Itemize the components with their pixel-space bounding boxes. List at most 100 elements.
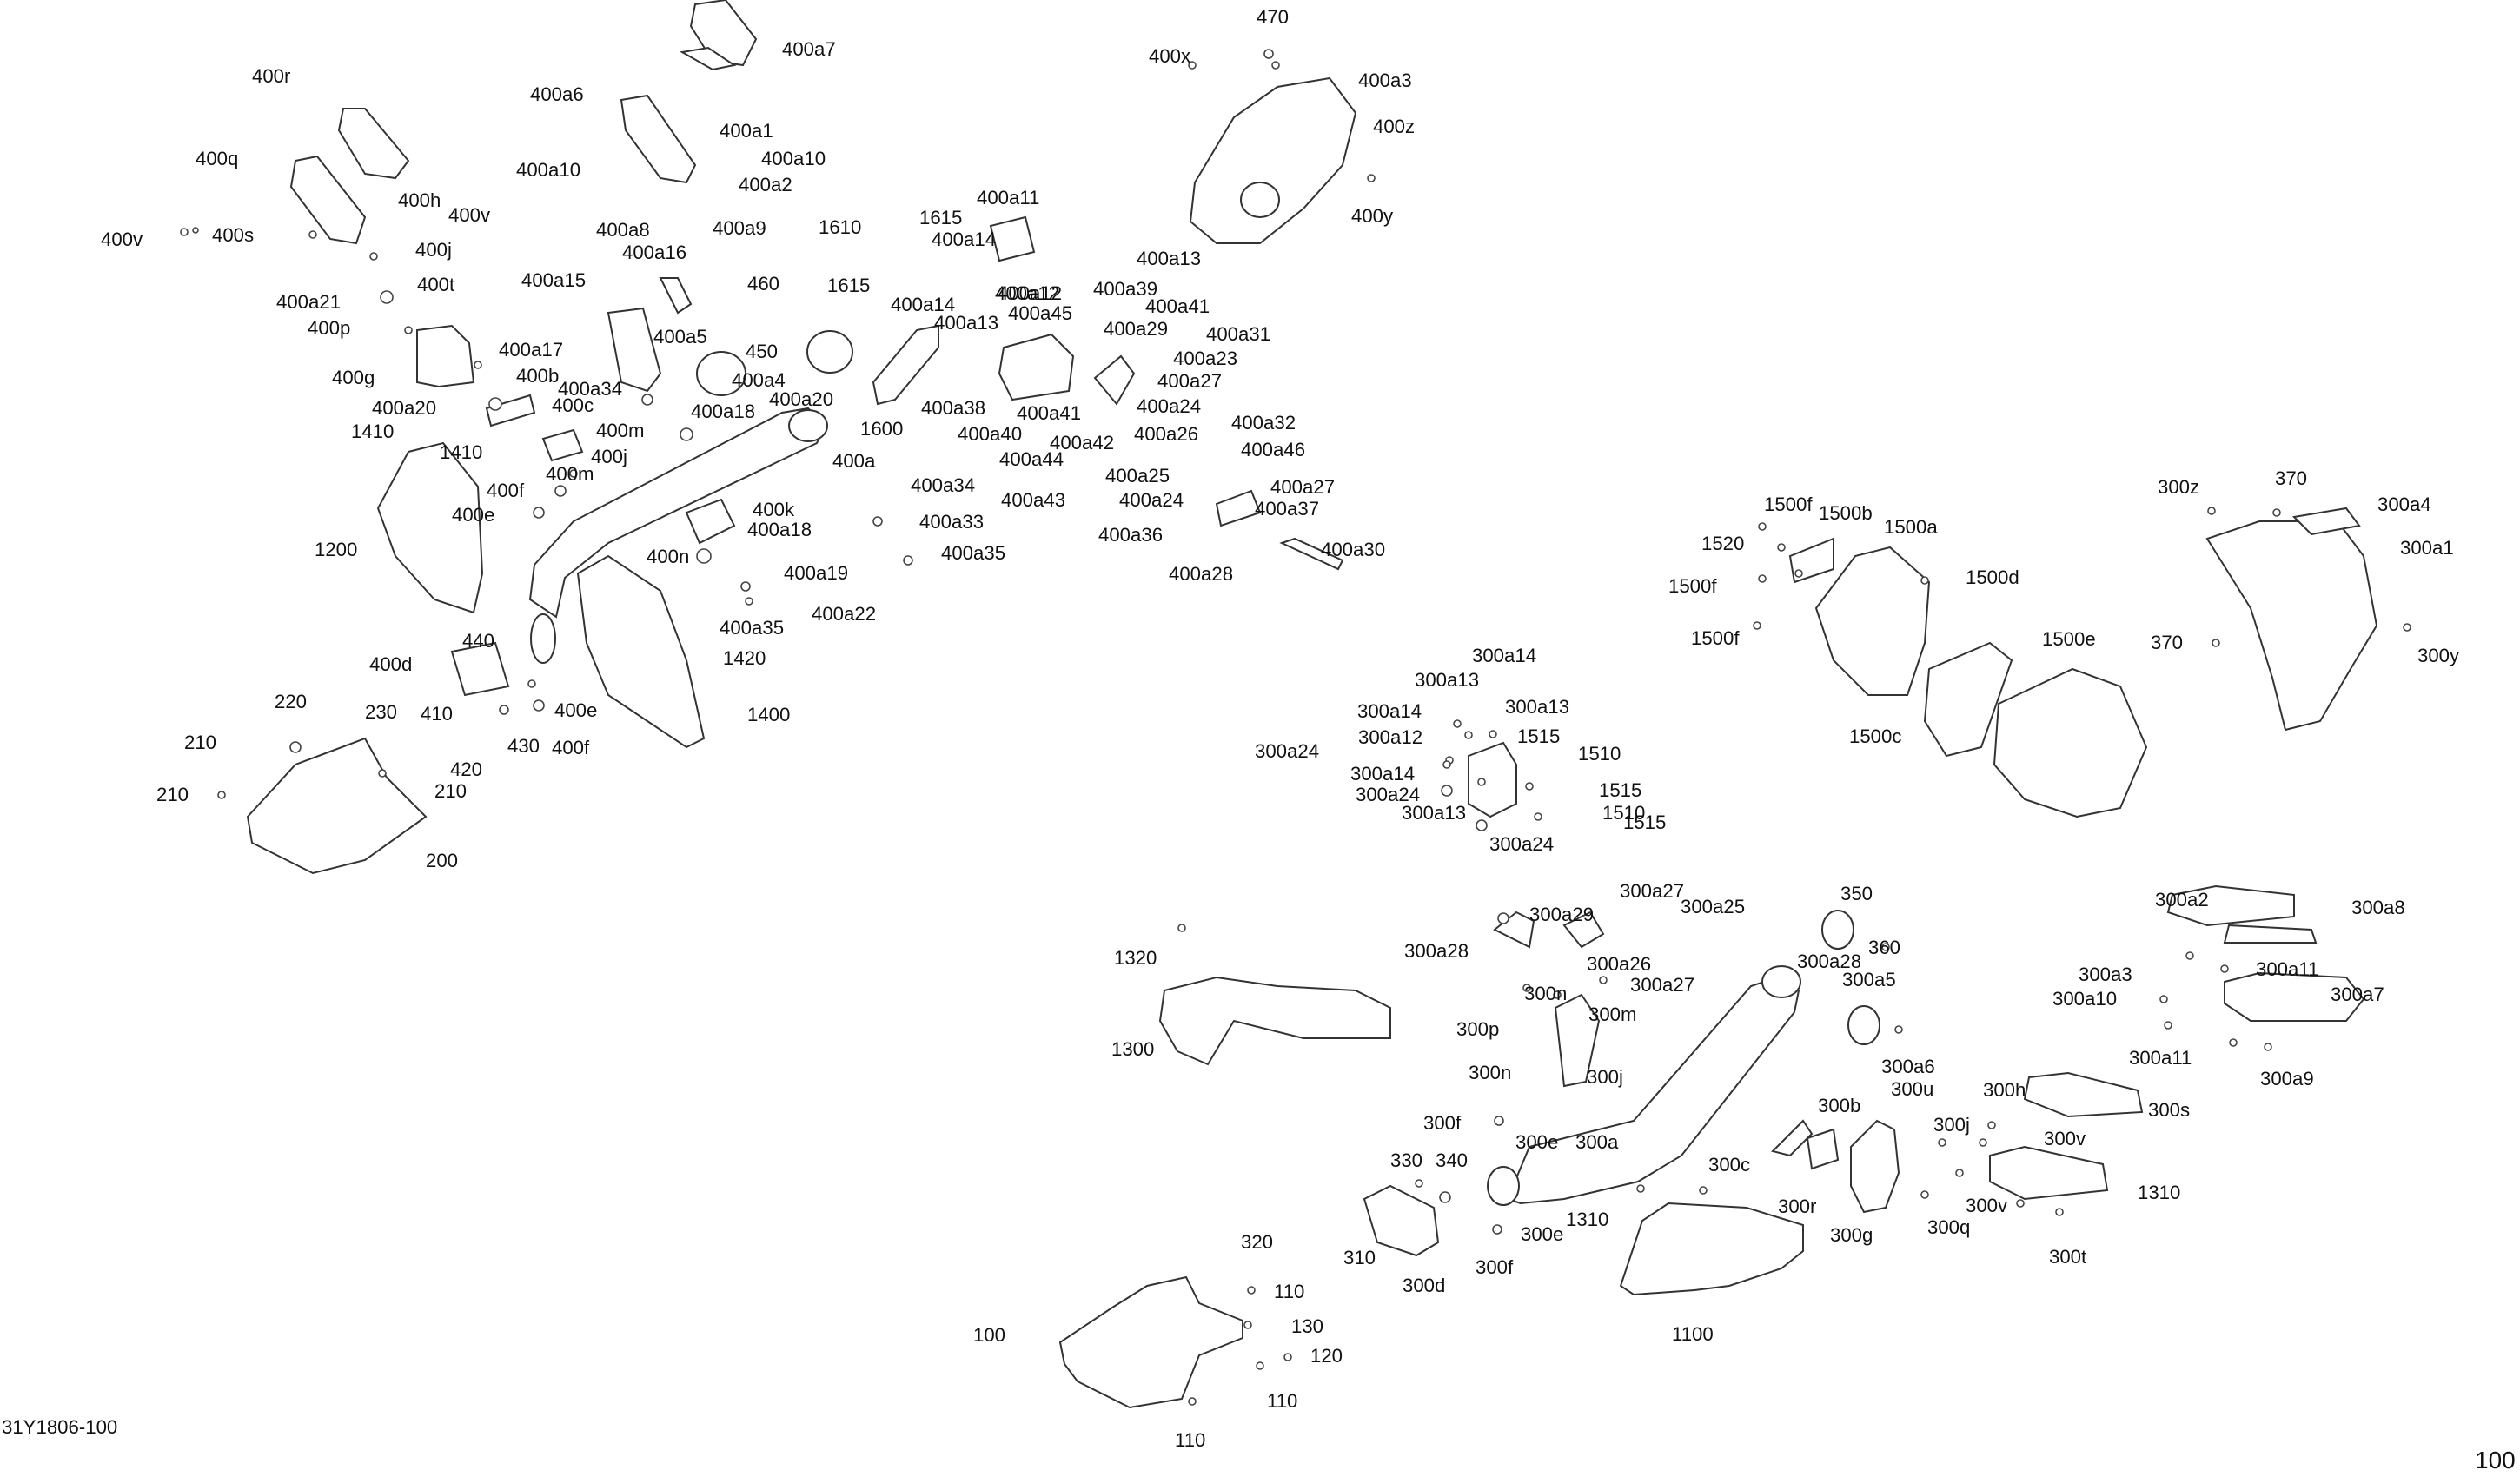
part-label: 400a41 bbox=[1145, 295, 1210, 317]
part-label: 300a27 bbox=[1620, 880, 1684, 902]
part-label: 400a11 bbox=[977, 187, 1039, 209]
part-label: 300y bbox=[2417, 645, 2460, 666]
part-label: 400a40 bbox=[958, 423, 1022, 445]
part-label: 400a27 bbox=[1270, 476, 1335, 498]
part-label: 400a34 bbox=[558, 378, 622, 400]
part-label: 120 bbox=[1310, 1345, 1343, 1367]
part-label: 340 bbox=[1436, 1149, 1468, 1171]
part-label: 300a13 bbox=[1505, 696, 1569, 718]
part-label: 100 bbox=[973, 1324, 1005, 1346]
base-200 bbox=[246, 737, 428, 875]
part-label: 470 bbox=[1257, 6, 1289, 28]
part-label: 300j bbox=[1587, 1066, 1623, 1088]
part-label: 300a24 bbox=[1489, 833, 1554, 855]
part-label: 300a bbox=[1575, 1131, 1619, 1153]
part-label: 300a14 bbox=[1472, 645, 1536, 666]
plate-400a15 bbox=[607, 307, 662, 393]
part-label: 450 bbox=[746, 341, 778, 362]
part-label: 400a8 bbox=[596, 219, 650, 241]
part-label: 1500a bbox=[1884, 516, 1938, 538]
part-label: 400a35 bbox=[720, 617, 784, 639]
part-label: 400h bbox=[398, 189, 441, 211]
part-label: 400q bbox=[196, 148, 238, 169]
part-label: 400x bbox=[1149, 45, 1190, 67]
part-label: 1410 bbox=[440, 441, 482, 463]
part-label: 300a6 bbox=[1881, 1056, 1935, 1077]
part-label: 420 bbox=[450, 758, 482, 780]
bracket-300a12 bbox=[1468, 741, 1517, 818]
part-label: 400a42 bbox=[1050, 432, 1114, 454]
part-label: 400a17 bbox=[499, 339, 563, 361]
part-label: 400a20 bbox=[769, 388, 833, 410]
footrest-pad-400r bbox=[337, 108, 410, 180]
part-label: 400a35 bbox=[941, 542, 1005, 564]
part-label: 300s bbox=[2148, 1099, 2190, 1121]
part-label: 400z bbox=[1373, 116, 1415, 137]
part-label: 1410 bbox=[351, 421, 394, 442]
part-label: 1500c bbox=[1849, 725, 1901, 747]
part-label: 300a13 bbox=[1402, 802, 1466, 824]
part-label: 400v bbox=[448, 204, 491, 226]
part-label: 1400 bbox=[747, 704, 790, 725]
part-label: 300a11 bbox=[2129, 1047, 2192, 1069]
part-label: 440 bbox=[462, 630, 494, 652]
part-label: 400p bbox=[308, 317, 350, 339]
bracket-300d bbox=[1363, 1184, 1440, 1257]
cover-1100 bbox=[1619, 1202, 1804, 1296]
part-label: 350 bbox=[1840, 883, 1873, 904]
part-label: 300d bbox=[1403, 1275, 1445, 1296]
part-label: 400n bbox=[647, 546, 689, 567]
part-label: 400a27 bbox=[1157, 370, 1222, 392]
part-label: 400a12 bbox=[995, 282, 1059, 304]
part-label: 410 bbox=[421, 703, 453, 725]
part-label: 300c bbox=[1708, 1154, 1750, 1176]
part-label: 230 bbox=[365, 701, 397, 723]
part-label: 1510 bbox=[1602, 802, 1645, 824]
part-label: 400a12 bbox=[998, 282, 1062, 304]
fasteners bbox=[180, 49, 2411, 1406]
part-label: 400f bbox=[552, 737, 590, 758]
part-label: 300a4 bbox=[2377, 493, 2431, 515]
part-label: 1515 bbox=[1517, 725, 1560, 747]
cover-1500e bbox=[1993, 667, 2148, 818]
part-label: 300q bbox=[1927, 1216, 1970, 1238]
part-label: 110 bbox=[1274, 1281, 1304, 1302]
part-label: 300a2 bbox=[2155, 889, 2209, 911]
part-label: 400a1 bbox=[720, 120, 773, 142]
part-label: 210 bbox=[434, 780, 467, 802]
bushing-450 bbox=[806, 330, 853, 374]
part-label: 1615 bbox=[919, 207, 962, 229]
part-label: 370 bbox=[2151, 632, 2183, 653]
part-label: 460 bbox=[747, 273, 779, 295]
part-label: 1600 bbox=[860, 418, 903, 440]
part-label: 400a45 bbox=[1008, 302, 1072, 324]
part-label: 400a39 bbox=[1093, 278, 1157, 300]
part-label: 1310 bbox=[2138, 1182, 2180, 1203]
part-label: 130 bbox=[1291, 1315, 1323, 1337]
part-label: 400a15 bbox=[521, 269, 586, 291]
bushing-300a5 bbox=[1847, 1005, 1880, 1045]
part-label: 400a28 bbox=[1169, 563, 1233, 585]
footrest-300a7 bbox=[2224, 971, 2365, 1022]
part-label: 300v bbox=[2044, 1128, 2086, 1149]
part-label: 300t bbox=[2049, 1246, 2086, 1268]
part-label: 400a46 bbox=[1241, 439, 1305, 460]
part-label: 1420 bbox=[723, 647, 766, 669]
part-label: 400a26 bbox=[1134, 423, 1198, 445]
part-label: 400a7 bbox=[782, 38, 836, 60]
part-label: 300a25 bbox=[1681, 896, 1745, 917]
part-label: 1500e bbox=[2042, 628, 2096, 650]
part-label: 400a33 bbox=[919, 511, 984, 533]
part-label: 400a16 bbox=[622, 242, 686, 263]
part-label: 300a8 bbox=[2351, 897, 2405, 918]
cover-1300 bbox=[1158, 976, 1391, 1066]
part-label: 200 bbox=[426, 850, 458, 871]
part-number-labels: 400a7470400x400a3400z400r400a6400a1400a1… bbox=[101, 6, 2460, 1451]
figure-id: 31Y1806-100 bbox=[2, 1416, 117, 1438]
part-label: 110 bbox=[1267, 1390, 1297, 1412]
part-label: 320 bbox=[1241, 1231, 1273, 1253]
part-label: 400j bbox=[415, 239, 452, 261]
part-label: 310 bbox=[1343, 1247, 1376, 1268]
part-label: 400s bbox=[212, 224, 254, 246]
part-label: 400a2 bbox=[739, 174, 792, 195]
